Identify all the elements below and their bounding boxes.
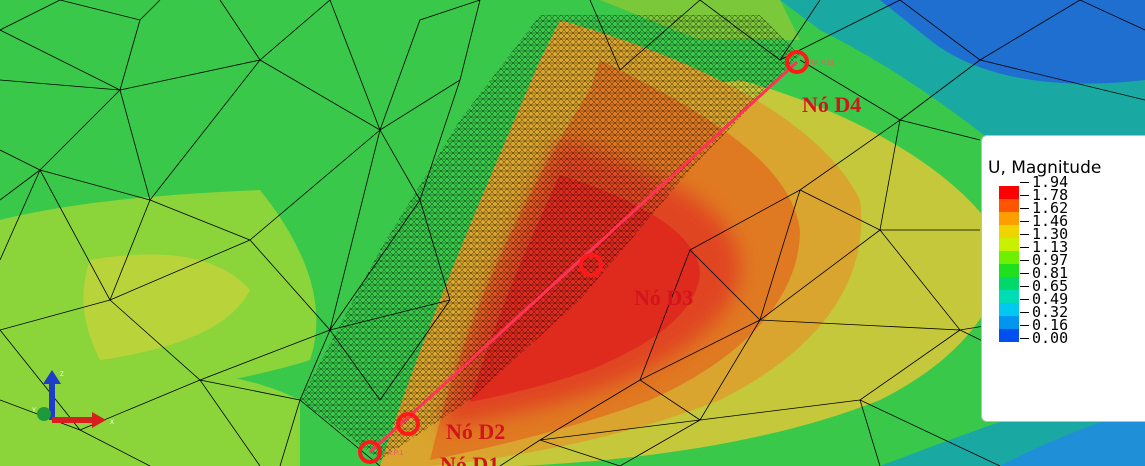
node-d1-tag: 4A.P.1 [383,450,403,457]
node-d3-label: Nó D3 [634,285,693,310]
legend-value: 0.00 [1020,331,1068,346]
node-d2-marker[interactable] [396,412,420,436]
legend-value: 1.78 [1020,188,1068,203]
legend-swatch [999,212,1019,225]
legend-swatch [999,264,1019,277]
node-d3[interactable]: Nó D3 [579,253,693,310]
legend-title: U, Magnitude [988,158,1102,178]
legend-value: 0.32 [1020,305,1068,320]
legend-value: 1.46 [1020,214,1068,229]
axis-y-label: Y [32,408,36,414]
legend-color-bar [999,186,1019,342]
legend-value: 0.97 [1020,253,1068,268]
legend-value: 1.13 [1020,240,1068,255]
legend-swatch [999,186,1019,199]
legend-swatch [999,316,1019,329]
node-d1-label: Nó D1 [440,452,499,466]
node-d4-label: Nó D4 [802,92,861,117]
legend-value: 1.62 [1020,201,1068,216]
node-d2-label: Nó D2 [446,419,505,444]
legend-swatch [999,199,1019,212]
legend-value: 0.65 [1020,279,1068,294]
legend-value: 0.81 [1020,266,1068,281]
node-d2[interactable]: Nó D2 [396,412,505,444]
refined-mesh-region [300,15,800,460]
axis-x-label: X [110,420,114,426]
node-d3-marker[interactable] [579,253,603,277]
legend-swatch [999,303,1019,316]
legend-swatch [999,238,1019,251]
axis-z-label: Z [60,372,64,378]
legend-swatch [999,329,1019,342]
node-d1[interactable]: 4A.P.1 Nó D1 [358,440,499,466]
node-d4-tag: 4A.P.13 [810,60,834,67]
legend-swatch [999,290,1019,303]
legend-swatch [999,277,1019,290]
legend-value: 0.49 [1020,292,1068,307]
node-d1-marker[interactable] [358,440,382,464]
legend-value: 1.30 [1020,227,1068,242]
axis-triad: Z X Y [32,370,114,428]
node-d4-marker[interactable] [785,50,809,74]
node-d4[interactable]: 4A.P.13 Nó D4 [785,50,861,117]
legend-swatch [999,251,1019,264]
legend-swatch [999,225,1019,238]
legend-value: 0.16 [1020,318,1068,333]
legend-value: 1.94 [1020,175,1068,190]
